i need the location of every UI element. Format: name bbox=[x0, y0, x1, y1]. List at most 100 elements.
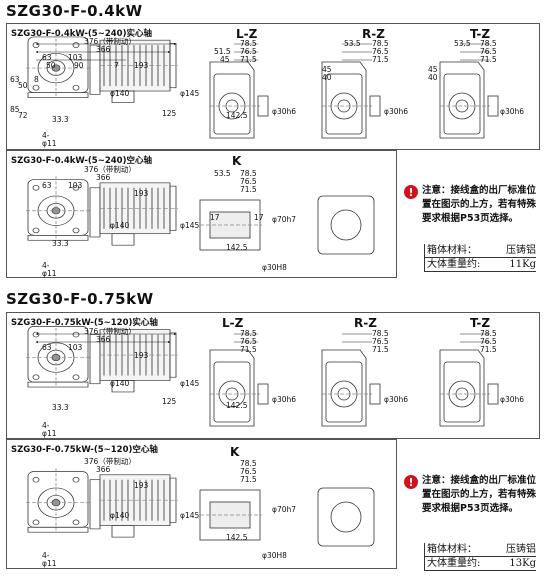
view-label-lz: L-Z bbox=[222, 316, 244, 330]
spec-material-value: 压铸铝 bbox=[506, 544, 536, 555]
dim-p140: φ140 bbox=[110, 379, 130, 388]
note-box-2: ! 注意：接线盒的出厂标准位置在图示的上方，若有特殊要求根据P53页选择。 bbox=[404, 474, 544, 516]
dim-40: 40 bbox=[322, 73, 332, 82]
note-text: 注意：接线盒的出厂标准位置在图示的上方，若有特殊要求根据P53页选择。 bbox=[422, 475, 537, 514]
dim-body: 366 bbox=[96, 465, 111, 474]
dim-715: 71.5 bbox=[240, 185, 257, 194]
end-views-2 bbox=[209, 349, 499, 427]
section-title-1: SZG30-F-0.4kW bbox=[6, 2, 143, 20]
dim-45: 45 bbox=[220, 55, 230, 64]
dim-765: 76.5 bbox=[240, 467, 257, 476]
warning-icon: ! bbox=[404, 185, 418, 199]
dim-v33: 33.3 bbox=[52, 239, 69, 248]
dim-45: 45 bbox=[322, 65, 332, 74]
dim-785: 78.5 bbox=[240, 329, 257, 338]
view-label-rz: R-Z bbox=[362, 27, 385, 41]
dim-1425: 142.5 bbox=[226, 243, 248, 252]
k-view-2 bbox=[199, 489, 262, 541]
dim-125: 125 bbox=[162, 397, 177, 406]
solid-shaft-label: SZG30-F-0.4kW-(5~240)实心轴 bbox=[11, 29, 152, 39]
dim-50: 50 bbox=[46, 61, 56, 70]
dim-body: 366 bbox=[96, 45, 111, 54]
spec-weight-value: 11Kg bbox=[509, 259, 536, 270]
end-views-1 bbox=[209, 61, 499, 139]
dim-715: 71.5 bbox=[372, 345, 389, 354]
dim-hollow-bore: φ70h7 bbox=[272, 215, 297, 224]
dim-v63: 63 bbox=[10, 75, 20, 84]
dim-715: 71.5 bbox=[240, 55, 257, 64]
dim-overall: 376（带制动） bbox=[84, 327, 136, 336]
dim-715: 71.5 bbox=[240, 345, 257, 354]
dim-193: 193 bbox=[134, 351, 149, 360]
dim-1425: 142.5 bbox=[226, 533, 248, 542]
dim-v33: 33.3 bbox=[52, 403, 69, 412]
dim-1425: 142.5 bbox=[226, 111, 248, 120]
dim-715: 71.5 bbox=[372, 55, 389, 64]
spec-block-2: 箱体材料：压铸铝 大体重量约:13Kg bbox=[424, 543, 536, 571]
hollow-shaft-panel-1: SZG30-F-0.4kW-(5~240)空心轴 bbox=[6, 150, 397, 278]
warning-icon: ! bbox=[404, 475, 418, 489]
dim-overall: 376（带制动） bbox=[84, 457, 136, 466]
hollow-shaft-label: SZG30-F-0.75kW-(5~120)空心轴 bbox=[11, 445, 158, 455]
solid-shaft-panel-1: SZG30-F-0.4kW-(5~240)实心轴 bbox=[6, 23, 540, 150]
dim-p145: φ145 bbox=[180, 379, 200, 388]
dimension-lines-2 bbox=[35, 332, 490, 344]
dim-hollow-bore: φ70h7 bbox=[272, 505, 297, 514]
dim-715: 71.5 bbox=[480, 55, 497, 64]
dim-holes: 4-φ11 bbox=[42, 261, 57, 278]
k-view-1 bbox=[199, 199, 262, 251]
dim-shaft: φ30h6 bbox=[500, 395, 525, 404]
dim-785: 78.5 bbox=[372, 39, 389, 48]
view-label-tz: T-Z bbox=[470, 27, 491, 41]
solid-shaft-panel-2: SZG30-F-0.75kW-(5~120)实心轴 bbox=[6, 312, 540, 439]
view-label-rz: R-Z bbox=[354, 316, 377, 330]
dim-v85: 85 bbox=[10, 105, 20, 114]
dim-p140: φ140 bbox=[110, 511, 130, 520]
view-label-k: K bbox=[230, 445, 240, 459]
dim-785: 78.5 bbox=[240, 459, 257, 468]
dim-785: 78.5 bbox=[240, 39, 257, 48]
dim-v50: 50 bbox=[18, 81, 28, 90]
spec-block-1: 箱体材料：压铸铝 大体重量约:11Kg bbox=[424, 244, 536, 272]
dim-765: 76.5 bbox=[372, 337, 389, 346]
dim-715: 71.5 bbox=[480, 345, 497, 354]
dim-shaft: φ30h6 bbox=[384, 107, 409, 116]
dim-535: 53.5 bbox=[214, 169, 231, 178]
dim-holes: 4-φ11 bbox=[42, 421, 57, 438]
dim-193: 193 bbox=[134, 61, 149, 70]
dim-p140: φ140 bbox=[110, 221, 130, 230]
dim-193: 193 bbox=[134, 189, 149, 198]
view-label-k: K bbox=[232, 154, 242, 168]
dim-765: 76.5 bbox=[240, 337, 257, 346]
dim-hollow-shaft: φ30H8 bbox=[262, 551, 287, 560]
dim-p145: φ145 bbox=[180, 511, 200, 520]
dim-535: 53.5 bbox=[344, 39, 361, 48]
dim-p145: φ145 bbox=[180, 89, 200, 98]
dim-40: 40 bbox=[428, 73, 438, 82]
spec-weight-label: 大体重量约: bbox=[424, 557, 480, 570]
dim-90: 90 bbox=[74, 61, 84, 70]
spec-material-label: 箱体材料： bbox=[424, 543, 477, 556]
view-label-tz: T-Z bbox=[470, 316, 491, 330]
dim-535: 53.5 bbox=[454, 39, 471, 48]
dim-765: 76.5 bbox=[480, 337, 497, 346]
dim-63: 63 bbox=[42, 343, 52, 352]
dim-holes: 4-φ11 bbox=[42, 131, 57, 148]
dim-765: 76.5 bbox=[372, 47, 389, 56]
section-title-2: SZG30-F-0.75kW bbox=[6, 290, 154, 308]
spec-material-value: 压铸铝 bbox=[506, 245, 536, 256]
dim-17: 17 bbox=[254, 213, 264, 222]
dim-515: 51.5 bbox=[214, 47, 231, 56]
note-box-1: ! 注意：接线盒的出厂标准位置在图示的上方，若有特殊要求根据P53页选择。 bbox=[404, 184, 544, 226]
dim-765: 76.5 bbox=[480, 47, 497, 56]
dim-v72: 72 bbox=[18, 111, 28, 120]
dim-193: 193 bbox=[134, 481, 149, 490]
dim-v8: 8 bbox=[34, 75, 39, 84]
dim-v33: 33.3 bbox=[52, 115, 69, 124]
dim-body: 366 bbox=[96, 173, 111, 182]
dimension-lines-1 bbox=[35, 42, 490, 61]
spec-material-label: 箱体材料： bbox=[424, 244, 477, 257]
hollow-shaft-drawing-2 bbox=[25, 467, 179, 538]
dim-7: 7 bbox=[114, 61, 119, 70]
